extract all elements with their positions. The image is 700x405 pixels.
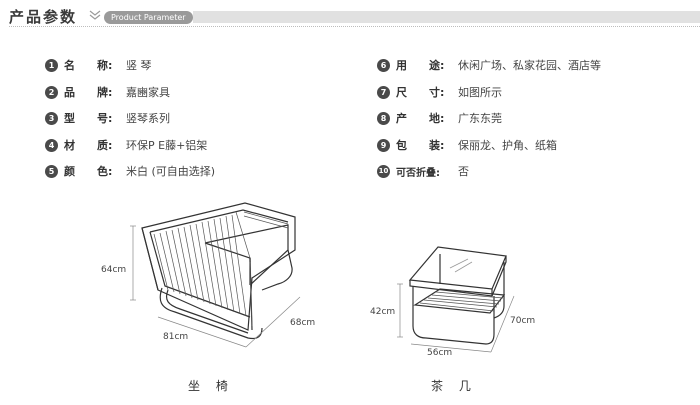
param-number: 4	[45, 138, 58, 152]
chair-height-label: 64cm	[101, 265, 127, 275]
param-number: 9	[377, 138, 390, 152]
param-value: 保丽龙、护角、纸箱	[458, 139, 557, 152]
table-depth-label: 70cm	[510, 316, 536, 326]
table-caption: 茶 几	[431, 379, 477, 393]
param-usage: 6 用 途: 休闲广场、私家花园、酒店等	[377, 57, 601, 73]
param-value: 如图所示	[458, 86, 502, 99]
param-name: 1 名 称: 竖 琴	[45, 57, 152, 73]
table-height-label: 42cm	[370, 307, 396, 317]
param-label: 尺 寸:	[396, 86, 445, 99]
param-label: 型 号:	[64, 112, 113, 125]
param-number: 8	[377, 111, 390, 125]
header-divider	[9, 26, 700, 27]
param-number: 6	[377, 58, 390, 72]
param-value: 否	[458, 165, 469, 178]
table-width-label: 56cm	[427, 348, 453, 358]
param-foldable: 10 可否折叠: 否	[377, 163, 469, 179]
param-number: 10	[377, 164, 390, 178]
param-number: 3	[45, 111, 58, 125]
param-number: 5	[45, 164, 58, 178]
param-model: 3 型 号: 竖琴系列	[45, 110, 170, 126]
chair-caption: 坐 椅	[188, 379, 234, 393]
section-title: 产品参数	[9, 8, 78, 26]
param-origin: 8 产 地: 广东东莞	[377, 110, 502, 126]
param-number: 2	[45, 85, 58, 99]
param-label: 颜 色:	[64, 165, 113, 178]
param-brand: 2 品 牌: 嘉豳家具	[45, 84, 170, 100]
chevron-double-down-icon	[89, 10, 101, 20]
param-material: 4 材 质: 环保P E藤+铝架	[45, 137, 207, 153]
param-label: 名 称:	[64, 59, 113, 72]
header-bar	[193, 11, 700, 23]
section-subtitle-pill: Product Parameter	[104, 11, 193, 24]
param-label: 可否折叠:	[396, 167, 440, 179]
chair-width-label: 81cm	[163, 332, 189, 342]
param-label: 包 装:	[396, 139, 445, 152]
chair-dimension-lines	[130, 225, 301, 348]
param-value: 环保P E藤+铝架	[126, 139, 208, 152]
param-label: 材 质:	[64, 139, 113, 152]
param-value: 竖琴系列	[126, 112, 170, 125]
param-packing: 9 包 装: 保丽龙、护角、纸箱	[377, 137, 557, 153]
table-drawing	[408, 246, 507, 345]
param-label: 产 地:	[396, 112, 445, 125]
param-value: 竖 琴	[126, 59, 152, 72]
section-header: 产品参数 Product Parameter	[0, 0, 700, 28]
param-label: 品 牌:	[64, 86, 113, 99]
chair-depth-label: 68cm	[290, 318, 316, 328]
table-dimension-lines	[397, 283, 515, 353]
table-shelf-slats	[419, 291, 504, 312]
param-value: 米白 (可自由选择)	[126, 165, 216, 178]
param-value: 休闲广场、私家花园、酒店等	[458, 59, 601, 72]
chair-weave	[153, 211, 289, 327]
param-number: 1	[45, 58, 58, 72]
param-label: 用 途:	[396, 59, 445, 72]
param-color: 5 颜 色: 米白 (可自由选择)	[45, 163, 215, 179]
param-value: 嘉豳家具	[126, 86, 170, 99]
param-size: 7 尺 寸: 如图所示	[377, 84, 502, 100]
param-value: 广东东莞	[458, 112, 502, 125]
param-number: 7	[377, 85, 390, 99]
